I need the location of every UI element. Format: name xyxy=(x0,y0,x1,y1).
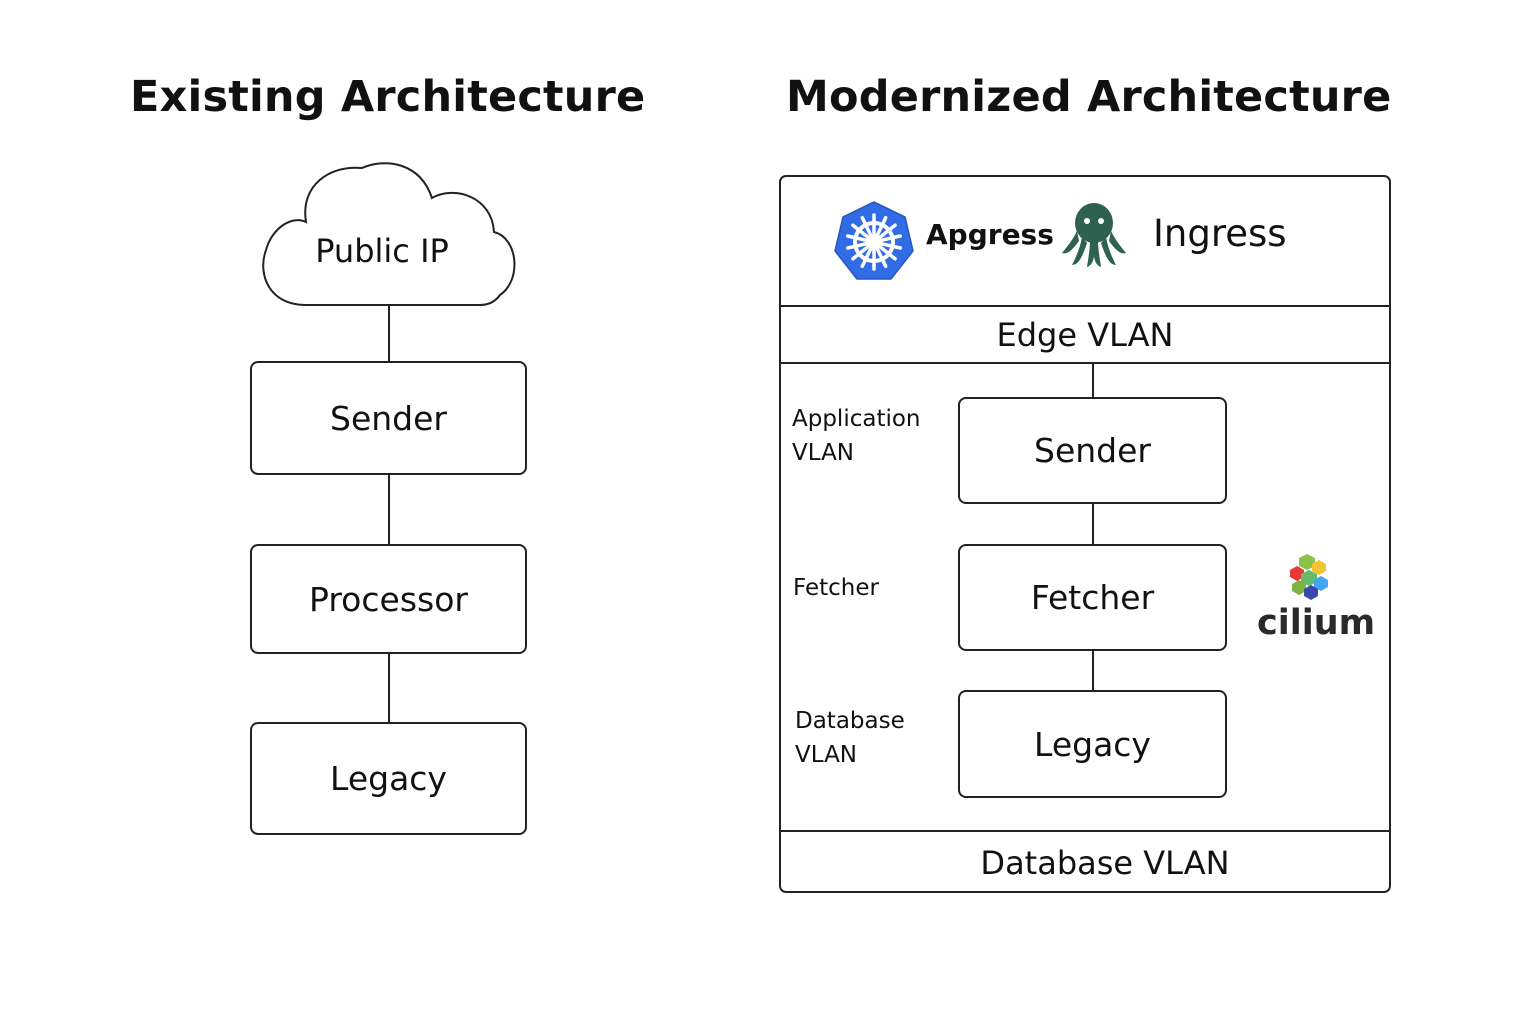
modern-sender-box: Sender xyxy=(958,397,1227,504)
edge-divider xyxy=(779,362,1391,364)
application-vlan-label: Application VLAN xyxy=(792,406,921,466)
existing-legacy-box: Legacy xyxy=(250,722,527,835)
bottom-divider xyxy=(779,830,1391,832)
kubernetes-label: Apgress xyxy=(926,218,1054,251)
cilium-label: cilium xyxy=(1257,603,1376,643)
kubernetes-icon xyxy=(834,201,914,280)
ingress-label: Ingress xyxy=(1153,212,1287,255)
edge-vlan-label: Edge VLAN xyxy=(996,316,1174,354)
database-vlan-band-label: Database VLAN xyxy=(980,844,1230,882)
existing-sender-box: Sender xyxy=(250,361,527,475)
header-divider xyxy=(779,305,1391,307)
public-ip-label: Public IP xyxy=(315,232,449,270)
fetcher-side-label: Fetcher xyxy=(793,575,879,601)
database-vlan-side-label: Database VLAN xyxy=(795,708,905,768)
modernized-architecture-title: Modernized Architecture xyxy=(786,72,1392,122)
modern-fetcher-box: Fetcher xyxy=(958,544,1227,651)
existing-architecture-title: Existing Architecture xyxy=(130,72,646,122)
existing-processor-box: Processor xyxy=(250,544,527,654)
public-ip-cloud-shape xyxy=(262,162,516,306)
cilium-icon xyxy=(1290,554,1328,600)
modernized-frame xyxy=(779,175,1391,893)
octopus-icon xyxy=(1062,203,1126,267)
modern-legacy-box: Legacy xyxy=(958,690,1227,798)
